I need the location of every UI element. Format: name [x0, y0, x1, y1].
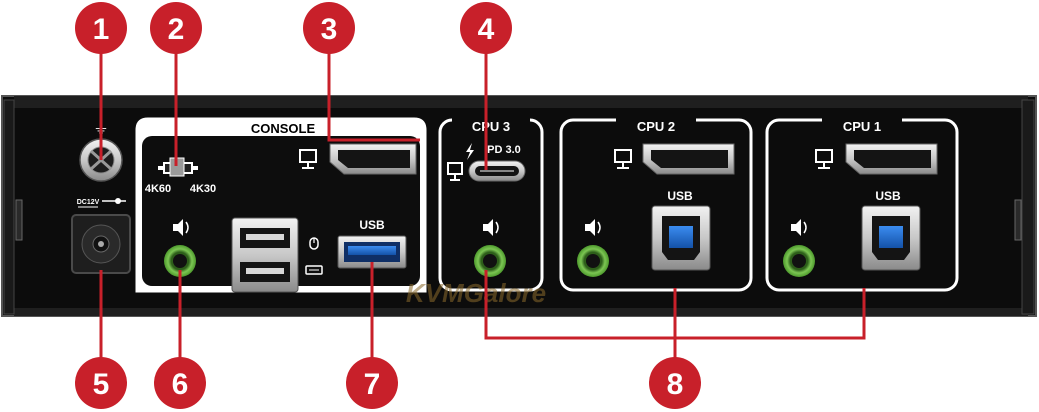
callout-2: 2	[150, 2, 202, 54]
cpu3-speaker-icon	[483, 219, 499, 236]
lightning-icon	[466, 143, 474, 160]
svg-text:7: 7	[364, 368, 381, 401]
console-audio-jack	[164, 219, 196, 277]
console-label: CONSOLE	[251, 121, 316, 136]
monitor-icon	[299, 149, 317, 169]
cpu1-monitor-icon	[815, 149, 833, 169]
leader-lines	[99, 50, 866, 362]
switch-label-4k60: 4K60	[145, 183, 171, 195]
cpu1-speaker-icon	[791, 219, 807, 236]
svg-text:5: 5	[93, 368, 110, 401]
power-rating-label: DC12V	[77, 199, 100, 206]
callout-4: 4	[460, 2, 512, 54]
speaker-icon	[173, 219, 189, 236]
svg-text:1: 1	[93, 13, 110, 46]
svg-text:6: 6	[172, 368, 189, 401]
console-displayport	[299, 143, 417, 175]
cpu1-audio-jack	[783, 219, 815, 277]
cpu1-usb-b-port	[861, 205, 921, 271]
cpu2-usb-label: USB	[667, 189, 693, 203]
watermark: KVMGalore	[406, 278, 546, 308]
mouse-icon	[309, 237, 319, 250]
callout-8: 8	[649, 357, 701, 409]
cpu3-audio-jack	[474, 219, 506, 277]
svg-text:8: 8	[667, 368, 684, 401]
switch-label-4k30: 4K30	[190, 183, 216, 195]
callout-6: 6	[154, 357, 206, 409]
cpu2-label-box: CPU 2	[616, 117, 696, 135]
resolution-switch[interactable]: 4K60 4K30	[145, 157, 216, 195]
cpu2-displayport	[614, 143, 735, 175]
cpu3-monitor-icon	[447, 162, 463, 181]
callout-1: 1	[75, 2, 127, 54]
cpu2-usb-b-port	[651, 205, 711, 271]
cpu1-usb-label: USB	[875, 189, 901, 203]
callout-7: 7	[346, 357, 398, 409]
cpu2-monitor-icon	[614, 149, 632, 169]
cpu3-usbc-port: PD 3.0	[447, 143, 526, 182]
cpu3-label: CPU 3	[472, 119, 510, 134]
callout-5: 5	[75, 357, 127, 409]
power-jack: DC12V	[71, 198, 131, 274]
console-usb2-ports	[231, 217, 323, 293]
cpu2-speaker-icon	[585, 219, 601, 236]
callout-3: 3	[303, 2, 355, 54]
svg-text:2: 2	[168, 13, 185, 46]
cpu1-displayport	[815, 143, 938, 175]
leader-3	[327, 50, 420, 142]
console-usb3-port: USB	[337, 218, 407, 269]
dc-polarity-icon	[78, 198, 126, 208]
cpu2-audio-jack	[577, 219, 609, 277]
console-usb-label: USB	[359, 218, 385, 232]
keyboard-icon	[305, 265, 323, 275]
svg-text:3: 3	[321, 13, 338, 46]
cpu3-label-box: CPU 3	[452, 117, 530, 135]
cpu1-label-box: CPU 1	[822, 117, 902, 135]
cpu2-label: CPU 2	[637, 119, 675, 134]
svg-text:4: 4	[478, 13, 495, 46]
cpu1-label: CPU 1	[843, 119, 881, 134]
pd-label: PD 3.0	[487, 144, 521, 156]
